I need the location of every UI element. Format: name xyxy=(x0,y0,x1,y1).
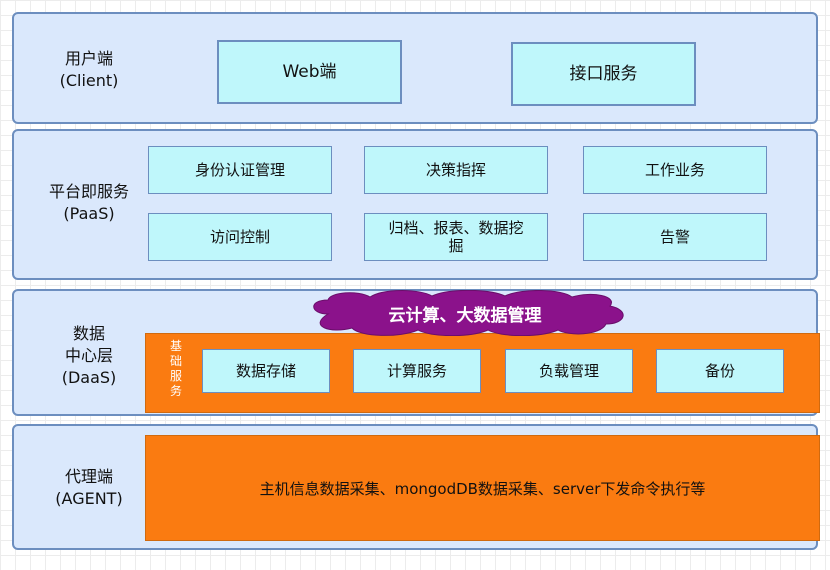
paas-layer: 平台即服务 (PaaS) 身份认证管理 决策指挥 工作业务 访问控制 归档、报表… xyxy=(12,129,818,280)
agent-layer-name: 代理端 xyxy=(64,467,113,486)
agent-description: 主机信息数据采集、mongodDB数据采集、server下发命令执行等 xyxy=(259,479,706,498)
daas-layer-label: 数据 中心层 (DaaS) xyxy=(14,323,164,389)
basic-services-label: 基础服务 xyxy=(169,339,182,398)
daas-layer-sub: (DaaS) xyxy=(61,368,117,387)
alarm-box[interactable]: 告警 xyxy=(583,213,767,261)
cloud-computing-cloud[interactable]: 云计算、大数据管理 xyxy=(300,289,630,337)
paas-layer-name: 平台即服务 xyxy=(48,182,129,201)
daas-layer-name: 数据 xyxy=(72,324,105,343)
basic-services-panel: 基础服务 数据存储 计算服务 负载管理 备份 xyxy=(145,333,820,413)
client-layer: 用户端 (Client) Web端 接口服务 xyxy=(12,12,818,124)
client-layer-label: 用户端 (Client) xyxy=(14,48,164,92)
decision-command-box[interactable]: 决策指挥 xyxy=(364,146,548,194)
backup-box[interactable]: 备份 xyxy=(656,349,784,393)
cloud-shape xyxy=(313,289,624,337)
archive-report-mining-box[interactable]: 归档、报表、数据挖掘 xyxy=(364,213,548,261)
paas-layer-sub: (PaaS) xyxy=(63,204,115,223)
load-management-box[interactable]: 负载管理 xyxy=(505,349,633,393)
access-control-box[interactable]: 访问控制 xyxy=(148,213,332,261)
data-storage-box[interactable]: 数据存储 xyxy=(202,349,330,393)
daas-layer-name-2: 中心层 xyxy=(64,346,113,365)
client-layer-sub: (Client) xyxy=(59,71,119,90)
work-business-box[interactable]: 工作业务 xyxy=(583,146,767,194)
web-client-box[interactable]: Web端 xyxy=(217,40,402,104)
paas-layer-label: 平台即服务 (PaaS) xyxy=(14,181,164,225)
agent-layer-sub: (AGENT) xyxy=(55,489,123,508)
api-service-box[interactable]: 接口服务 xyxy=(511,42,696,106)
agent-layer-label: 代理端 (AGENT) xyxy=(14,466,164,510)
agent-layer: 代理端 (AGENT) 主机信息数据采集、mongodDB数据采集、server… xyxy=(12,424,820,550)
archive-report-mining-label: 归档、报表、数据挖掘 xyxy=(388,219,524,255)
cloud-computing-label: 云计算、大数据管理 xyxy=(388,305,542,326)
agent-panel: 主机信息数据采集、mongodDB数据采集、server下发命令执行等 xyxy=(145,435,820,541)
compute-service-box[interactable]: 计算服务 xyxy=(353,349,481,393)
client-layer-name: 用户端 xyxy=(64,49,113,68)
identity-auth-box[interactable]: 身份认证管理 xyxy=(148,146,332,194)
